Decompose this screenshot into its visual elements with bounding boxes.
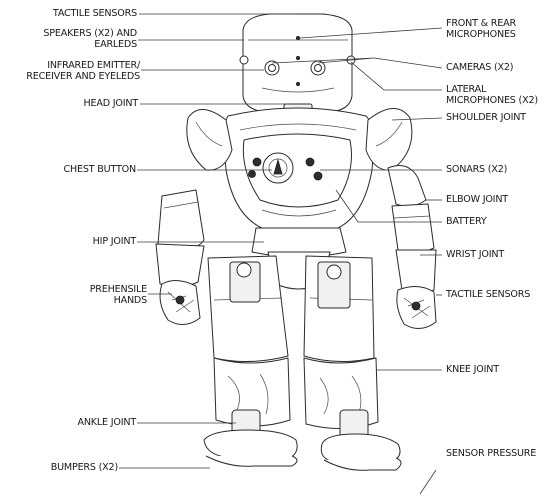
label-wrist-joint: WRIST JOINT [446,249,504,260]
label-infrared-emitter: INFRARED EMITTER/ RECEIVER AND EYELEDS [26,60,140,82]
robot-torso [224,108,373,228]
label-cameras: CAMERAS (X2) [446,62,513,73]
robot-left-leg [204,256,297,466]
label-sensor-pressure: SENSOR PRESSURE [446,448,536,459]
label-chest-button: CHEST BUTTON [64,164,136,175]
label-front-rear-microphones: FRONT & REAR MICROPHONES [446,18,516,40]
label-lateral-microphones: LATERAL MICROPHONES (X2) [446,84,538,106]
label-head-joint: HEAD JOINT [83,98,138,109]
label-knee-joint: KNEE JOINT [446,364,499,375]
label-tactile-sensors-hand: TACTILE SENSORS [446,289,530,300]
robot-head [240,14,355,116]
label-prehensile-hands: PREHENSILE HANDS [90,284,147,306]
label-sonars: SONARS (X2) [446,164,507,175]
label-ankle-joint: ANKLE JOINT [77,417,136,428]
label-hip-joint: HIP JOINT [93,236,136,247]
label-shoulder-joint: SHOULDER JOINT [446,112,526,123]
label-bumpers: BUMPERS (X2) [51,462,118,473]
robot-right-arm [366,108,436,328]
label-battery: BATTERY [446,216,487,227]
label-elbow-joint: ELBOW JOINT [446,194,508,205]
robot-right-leg [304,256,401,470]
label-speakers-earleds: SPEAKERS (X2) AND EARLEDS [43,28,137,50]
label-tactile-sensors-head: TACTILE SENSORS [53,8,137,19]
